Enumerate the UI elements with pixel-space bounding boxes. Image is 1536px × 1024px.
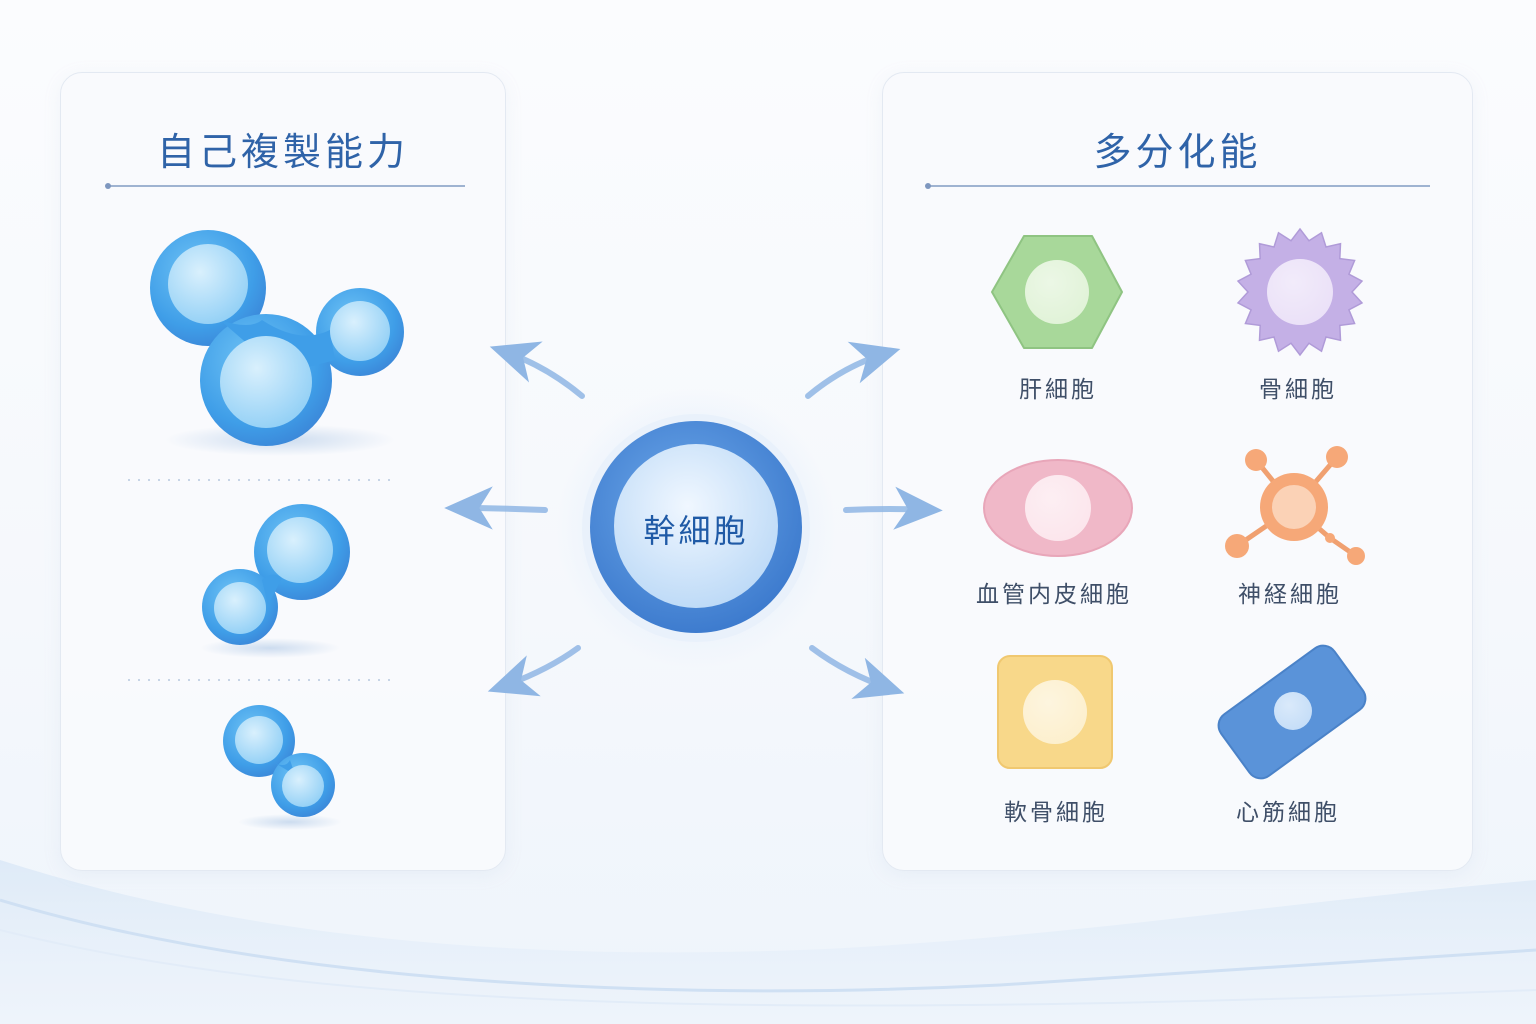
differentiation-panel: 多分化能 <box>882 72 1473 871</box>
arrows-left <box>444 341 585 697</box>
self-renewal-title-rule <box>105 183 465 188</box>
chondrocyte-icon <box>997 655 1113 769</box>
self-renewal-title: 自己複製能力 <box>156 130 409 174</box>
neuron-icon <box>1225 446 1365 565</box>
differentiation-title: 多分化能 <box>1093 130 1262 174</box>
stem-cell-label: 幹細胞 <box>643 512 749 550</box>
dividing-cells-medium-icon <box>200 504 350 658</box>
cell-label-hepatocyte: 肝細胞 <box>1019 377 1097 403</box>
endothelial-cell-icon <box>983 459 1133 557</box>
hepatocyte-icon <box>991 235 1123 349</box>
cell-label-endothelial: 血管内皮細胞 <box>976 582 1132 608</box>
arrows-right <box>805 341 943 699</box>
cardiomyocyte-icon <box>1217 644 1367 780</box>
cell-label-neuron: 神経細胞 <box>1238 582 1342 608</box>
stem-cell-icon <box>556 388 836 668</box>
cell-label-cardiomyocyte: 心筋細胞 <box>1236 800 1340 826</box>
osteocyte-icon <box>1236 227 1364 357</box>
cell-label-osteocyte: 骨細胞 <box>1259 377 1337 403</box>
dividing-cells-small-icon <box>223 705 342 830</box>
cell-label-chondrocyte: 軟骨細胞 <box>1004 800 1108 826</box>
differentiation-title-rule <box>925 183 1430 188</box>
dividing-cells-large-icon <box>150 230 404 456</box>
